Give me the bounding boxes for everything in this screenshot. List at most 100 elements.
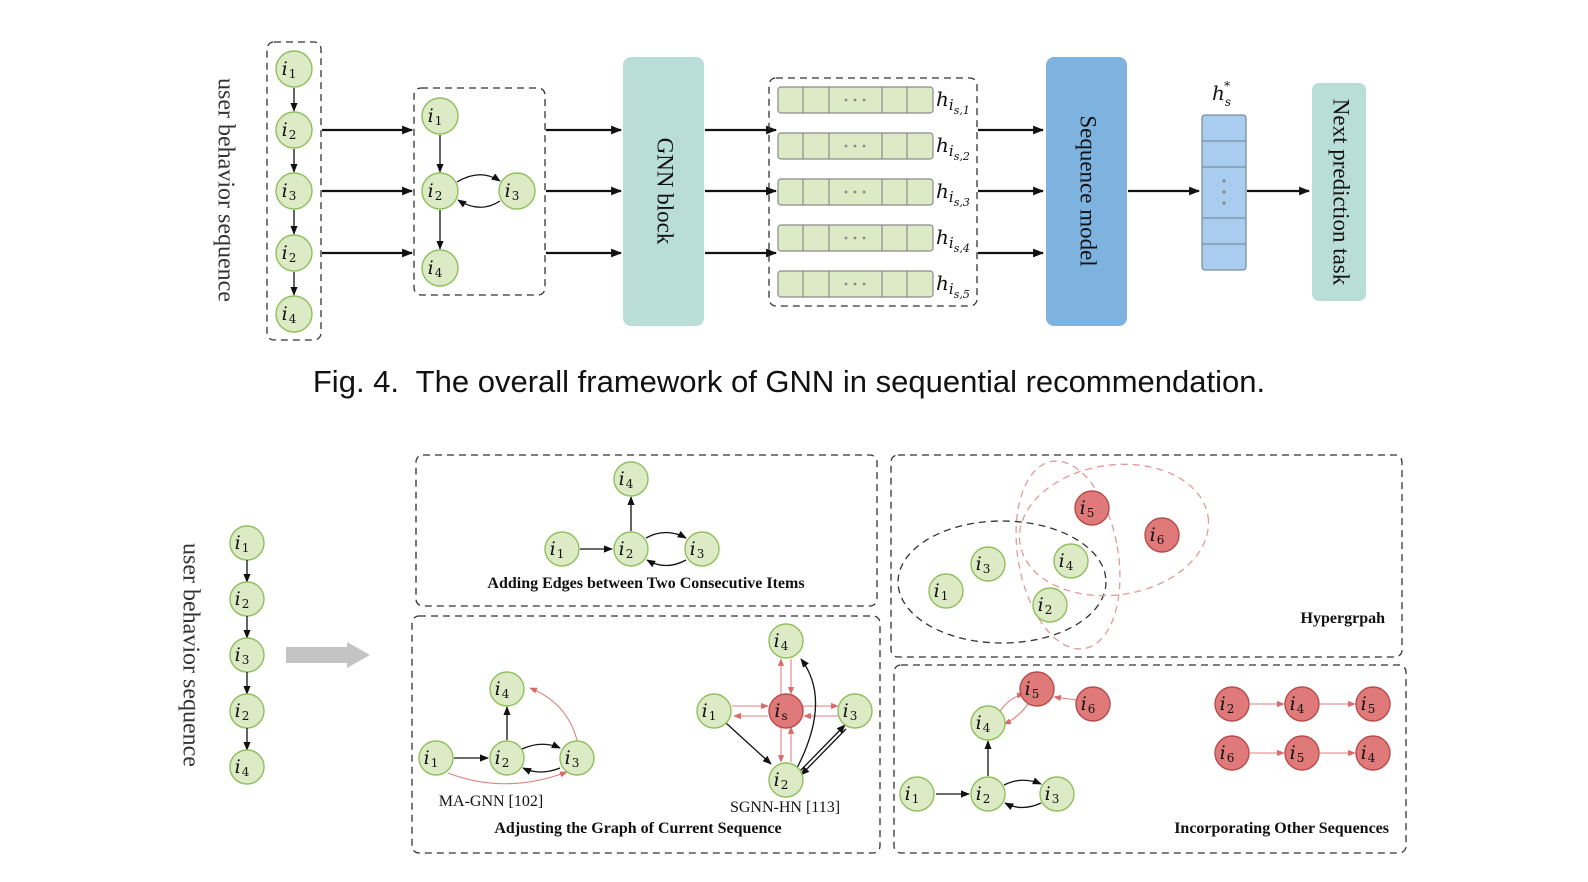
- node-circle: [1214, 686, 1250, 722]
- edge-i3-i2: [646, 559, 687, 568]
- node-circle: [1019, 671, 1055, 707]
- node-circle: [1039, 776, 1075, 812]
- sequence-node: i3: [275, 172, 313, 210]
- panel-hypergraph-title: Hypergrpah: [1301, 610, 1386, 627]
- edge-i1-i2: [725, 722, 772, 765]
- node-circle: [837, 693, 873, 729]
- next-prediction-task-label: Next prediction task: [1329, 99, 1354, 286]
- hyperedge-black: [897, 520, 1107, 644]
- node-i1: i1: [928, 573, 964, 609]
- node-i6: i6: [1075, 686, 1111, 722]
- embedding-label: his,1: [936, 87, 970, 117]
- sequence-node: i4: [275, 295, 313, 333]
- sequence-node: i1: [229, 525, 265, 561]
- node-circle: [684, 531, 720, 567]
- node-i3: i3: [684, 531, 720, 567]
- node-circle: [1355, 686, 1391, 722]
- embedding-row: his,1: [777, 86, 970, 117]
- fig4-sequence-nodes: i1 i2 i3 i2 i4: [275, 50, 313, 333]
- node-i1: i1: [899, 776, 935, 812]
- node-circle: [1032, 587, 1068, 623]
- hs-label-sub: s: [1225, 95, 1231, 109]
- edge-i2-i4: [796, 658, 817, 769]
- edge-i2-i3: [798, 724, 846, 773]
- edge-i1-i3-red: [447, 771, 568, 785]
- embedding-label: his,5: [936, 271, 970, 301]
- fig5-edges: [447, 496, 1356, 811]
- sequence-node: i3: [229, 637, 265, 673]
- graph-edge: [456, 173, 501, 183]
- edge-i2-i3: [1003, 777, 1042, 786]
- panel-incorporating-box: [893, 664, 1407, 854]
- node-i1: i1: [544, 531, 580, 567]
- edge-i3-i2: [800, 728, 847, 776]
- hyperedge-red-2: [1015, 460, 1121, 650]
- edge-i4-i5: [999, 692, 1025, 712]
- node-i2: i2: [970, 776, 1006, 812]
- node-i1: i1: [418, 740, 454, 776]
- graph-node: i1: [421, 97, 459, 135]
- node-is: is: [768, 693, 804, 729]
- node-circle: [928, 573, 964, 609]
- node-circle: [970, 705, 1006, 741]
- node-i4: i4: [768, 623, 804, 659]
- edge-i3-i2: [1004, 802, 1042, 811]
- node-circle: [1214, 735, 1250, 771]
- node-circle: [489, 740, 525, 776]
- sequence-node: i2: [229, 693, 265, 729]
- fig5-seq-label: user behavior sequence: [177, 543, 203, 767]
- fig4-graph-box: [413, 87, 546, 296]
- node-circle: [1053, 543, 1089, 579]
- embedding-row: his,5: [777, 270, 970, 301]
- sequence-node: i2: [275, 234, 313, 272]
- node-i1: i1: [696, 693, 732, 729]
- fig4-arrows-emb-to-seqmodel: [978, 125, 1045, 258]
- fig4-arrows-graph-to-gnn: [546, 125, 623, 258]
- transform-arrow-icon: [286, 642, 370, 668]
- sequence-model-block: [1046, 57, 1127, 326]
- node-i5: i5: [1019, 671, 1055, 707]
- next-prediction-task-block: [1312, 83, 1366, 301]
- node-circle: [970, 776, 1006, 812]
- edge-i2-i3: [645, 530, 687, 539]
- node-circle: [1284, 686, 1320, 722]
- embeddings-box: [768, 77, 978, 307]
- edge-i5-i4: [1003, 703, 1029, 725]
- node-circle: [1355, 735, 1391, 771]
- node-circle: [899, 776, 935, 812]
- node-i3: i3: [970, 546, 1006, 582]
- graph-node: i2: [421, 172, 459, 210]
- node-circle: [1144, 517, 1180, 553]
- node-circle: [613, 461, 649, 497]
- node-circle: [970, 546, 1006, 582]
- hs-label-sup: *: [1224, 79, 1230, 93]
- node-i3: i3: [1039, 776, 1075, 812]
- embedding-row: his,3: [777, 178, 970, 209]
- node-i2: i2: [613, 531, 649, 567]
- graph-edge: [457, 199, 501, 208]
- other-sequence-node: i4: [1355, 735, 1391, 771]
- node-circle: [1074, 490, 1110, 526]
- sequence-node: i2: [275, 111, 313, 149]
- fig4-arrows-gnn-to-embeddings: [705, 125, 778, 258]
- sequence-node: i1: [275, 50, 313, 88]
- node-circle: [768, 762, 804, 798]
- hs-label: hs*: [1212, 79, 1231, 109]
- other-sequence-node: i4: [1284, 686, 1320, 722]
- fig4-sequence-box: [266, 41, 322, 341]
- other-sequence-node: i5: [1355, 686, 1391, 722]
- node-circle: [498, 172, 536, 210]
- gnn-block-label: GNN block: [653, 138, 678, 245]
- embedding-label: his,4: [936, 225, 970, 255]
- node-circle: [696, 693, 732, 729]
- node-circle: [768, 693, 804, 729]
- node-circle: [421, 97, 459, 135]
- node-circle: [275, 295, 313, 333]
- node-i4: i4: [1053, 543, 1089, 579]
- node-circle: [544, 531, 580, 567]
- node-i4: i4: [489, 671, 525, 707]
